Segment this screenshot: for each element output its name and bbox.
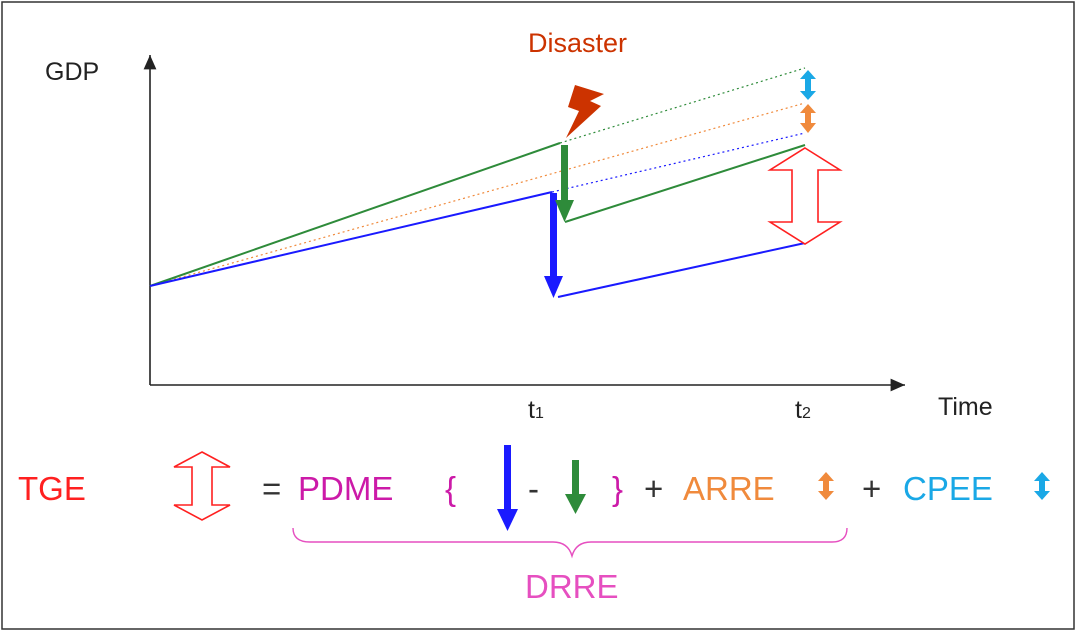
blue-drop-arrow: [544, 193, 563, 298]
green-drop-arrow: [555, 145, 574, 222]
disaster-label: Disaster: [528, 28, 627, 58]
equation-blue-arrow-icon: [497, 445, 518, 531]
red-hollow-double-arrow-icon: [767, 147, 843, 245]
green-pre-line: [149, 142, 561, 287]
brace-open: {: [445, 470, 456, 507]
cyan-double-arrow-icon: [800, 70, 816, 100]
tge-label: TGE: [18, 470, 86, 507]
orange-dotted-line: [149, 102, 806, 287]
blue-pre-line: [149, 191, 553, 287]
t2-label: t2: [795, 396, 811, 424]
orange-double-arrow-icon: [800, 104, 816, 133]
blue-post-line: [557, 242, 806, 298]
x-axis-label: Time: [938, 393, 993, 421]
equation-orange-double-arrow-icon: [818, 472, 834, 500]
pdme-label: PDME: [298, 470, 393, 507]
equation-cyan-double-arrow-icon: [1034, 472, 1050, 500]
y-axis-label: GDP: [45, 58, 99, 86]
equals-sign: =: [262, 470, 281, 507]
tge-hollow-arrow-icon: [173, 451, 231, 521]
drre-label: DRRE: [525, 568, 619, 605]
cpee-label: CPEE: [903, 470, 993, 507]
blue-dotted-line: [551, 132, 806, 193]
brace-close: }: [612, 470, 623, 507]
green-post-line: [564, 144, 806, 223]
arre-label: ARRE: [683, 470, 775, 507]
plus-sign-1: +: [644, 470, 663, 507]
plus-sign-2: +: [862, 470, 881, 507]
minus-sign: -: [528, 470, 539, 507]
drre-underbrace: [292, 527, 848, 559]
lightning-icon: [566, 85, 604, 138]
t1-label: t1: [528, 396, 544, 424]
equation-green-arrow-icon: [565, 460, 586, 514]
